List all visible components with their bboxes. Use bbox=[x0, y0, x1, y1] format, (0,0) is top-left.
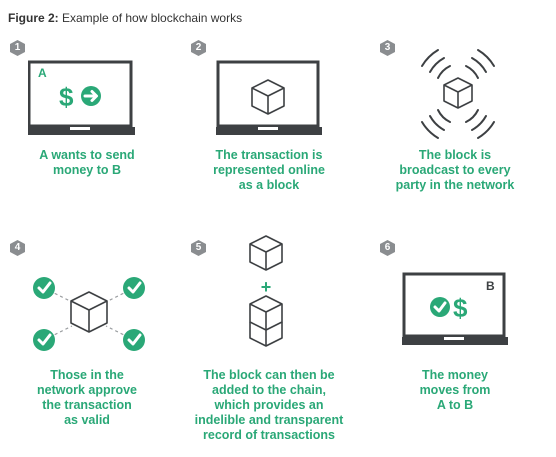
plus-icon: + bbox=[261, 277, 272, 297]
step-6-caption: The money moves from A to B bbox=[419, 368, 491, 412]
step-5-badge: 5 bbox=[191, 240, 206, 256]
check-icon bbox=[33, 277, 55, 299]
new-block-cube-icon bbox=[249, 235, 283, 271]
block-cube-icon bbox=[443, 77, 473, 109]
broadcast-cube-icon bbox=[421, 49, 495, 139]
figure-title-text: Example of how blockchain works bbox=[58, 11, 243, 25]
step-3-caption: The block is broadcast to every party in… bbox=[395, 148, 515, 192]
check-icon bbox=[33, 329, 55, 351]
check-icon bbox=[123, 329, 145, 351]
chain-blocks-icon bbox=[249, 295, 283, 347]
chain-stack-icon: + bbox=[249, 235, 283, 347]
laptop-dollar-arrow-icon: A $ bbox=[28, 60, 135, 135]
check-icon bbox=[123, 277, 145, 299]
laptop-cube-icon bbox=[216, 60, 322, 135]
block-cube-icon bbox=[70, 291, 108, 333]
network-approve-icon bbox=[33, 277, 145, 351]
step-6-badge: 6 bbox=[380, 240, 395, 256]
step-1-caption: A wants to send money to B bbox=[39, 148, 135, 177]
step-2-caption: The transaction is represented online as… bbox=[213, 148, 325, 192]
signal-waves-icon bbox=[421, 49, 495, 139]
step-3-badge: 3 bbox=[380, 40, 395, 56]
figure-title-prefix: Figure 2: bbox=[8, 11, 59, 25]
dollar-icon: $ bbox=[59, 82, 74, 112]
step-4-badge: 4 bbox=[10, 240, 25, 256]
block-cube-icon bbox=[251, 79, 285, 115]
check-icon bbox=[430, 297, 450, 317]
figure-title: Figure 2: Example of how blockchain work… bbox=[8, 11, 242, 25]
step-5-caption: The block can then be added to the chain… bbox=[194, 368, 344, 442]
step-1-badge: 1 bbox=[10, 40, 25, 56]
screen-label-b: B bbox=[486, 279, 495, 293]
step-2-badge: 2 bbox=[191, 40, 206, 56]
dollar-icon: $ bbox=[453, 293, 468, 323]
laptop-check-dollar-icon: B $ bbox=[402, 272, 508, 345]
screen-label-a: A bbox=[38, 66, 47, 80]
step-4-caption: Those in the network approve the transac… bbox=[36, 368, 138, 427]
